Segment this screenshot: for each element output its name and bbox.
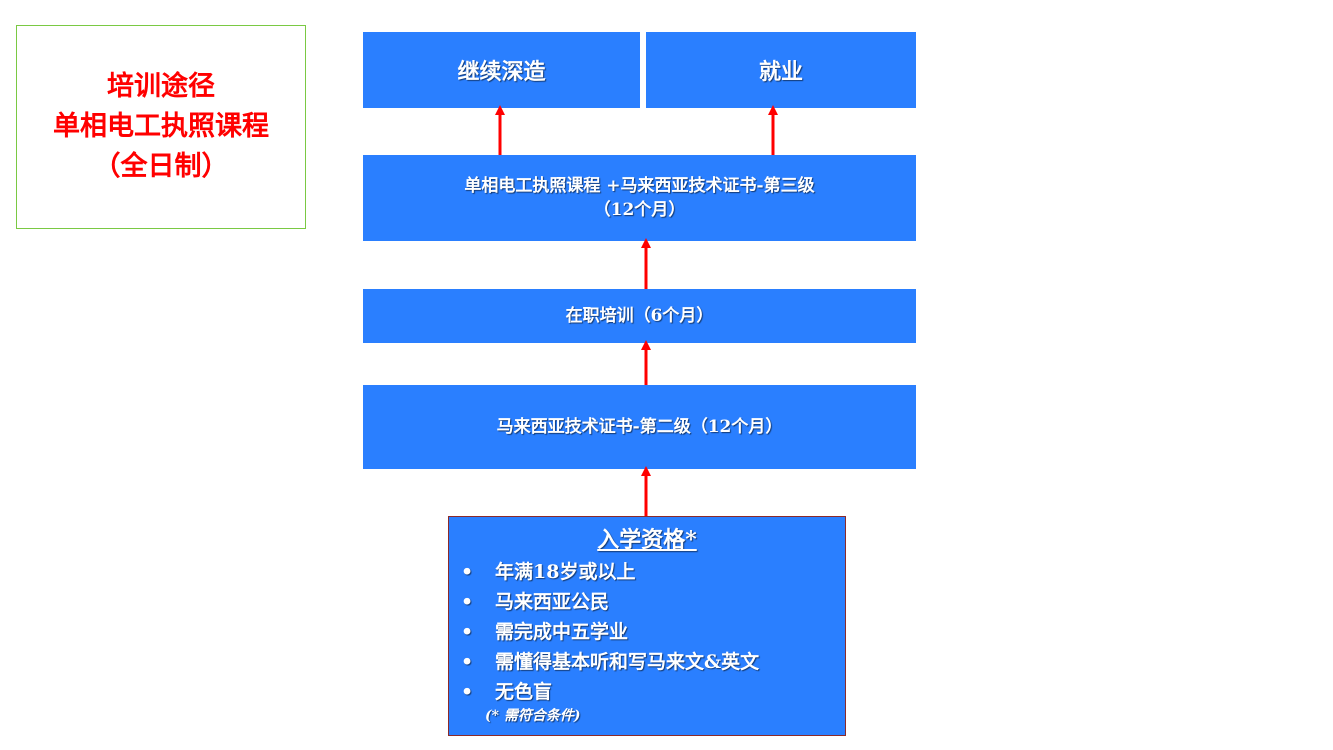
requirement-item: • 年满18岁或以上 — [461, 557, 845, 587]
title-line-2: 单相电工执照课程 — [53, 111, 269, 142]
bullet-icon: • — [461, 681, 474, 703]
requirement-text: 年满18岁或以上 — [495, 561, 636, 583]
requirement-item: • 需懂得基本听和写马来文&英文 — [461, 647, 845, 677]
title-box: 培训途径 单相电工执照课程 （全日制） — [16, 25, 306, 229]
on-job-training-label: 在职培训（6个月） — [565, 306, 714, 326]
requirement-text: 需完成中五学业 — [495, 621, 629, 643]
requirement-text: 马来西亚公民 — [495, 591, 610, 613]
skm-level-2-label: 马来西亚技术证书-第二级（12个月） — [496, 417, 783, 437]
license-course-box: 单相电工执照课程 +马来西亚技术证书-第三级 （12个月） — [363, 155, 916, 241]
employment-box: 就业 — [646, 32, 916, 108]
bullet-icon: • — [461, 561, 474, 583]
requirement-item: • 需完成中五学业 — [461, 617, 845, 647]
title-line-1: 培训途径 — [107, 71, 215, 102]
entry-requirements-list: • 年满18岁或以上 • 马来西亚公民 • 需完成中五学业 • 需懂得基本听和写… — [449, 557, 845, 707]
requirement-text: 无色盲 — [495, 681, 553, 703]
requirement-text: 需懂得基本听和写马来文&英文 — [495, 651, 760, 673]
title-line-3: （全日制） — [93, 151, 229, 182]
further-study-box: 继续深造 — [363, 32, 640, 108]
further-study-label: 继续深造 — [457, 59, 546, 85]
skm-level-2-box: 马来西亚技术证书-第二级（12个月） — [363, 385, 916, 469]
on-job-training-box: 在职培训（6个月） — [363, 289, 916, 343]
license-course-label: 单相电工执照课程 +马来西亚技术证书-第三级 — [464, 176, 815, 196]
employment-label: 就业 — [758, 59, 803, 85]
entry-requirements-box: 入学资格* • 年满18岁或以上 • 马来西亚公民 • 需完成中五学业 • 需懂… — [448, 516, 846, 736]
license-course-duration: （12个月） — [593, 200, 686, 220]
requirement-item: • 马来西亚公民 — [461, 587, 845, 617]
requirements-note: (* 需符合条件) — [485, 708, 581, 724]
requirement-item: • 无色盲 — [461, 677, 845, 707]
entry-requirements-heading: 入学资格* — [597, 527, 697, 553]
bullet-icon: • — [461, 651, 474, 673]
bullet-icon: • — [461, 621, 474, 643]
bullet-icon: • — [461, 591, 474, 613]
